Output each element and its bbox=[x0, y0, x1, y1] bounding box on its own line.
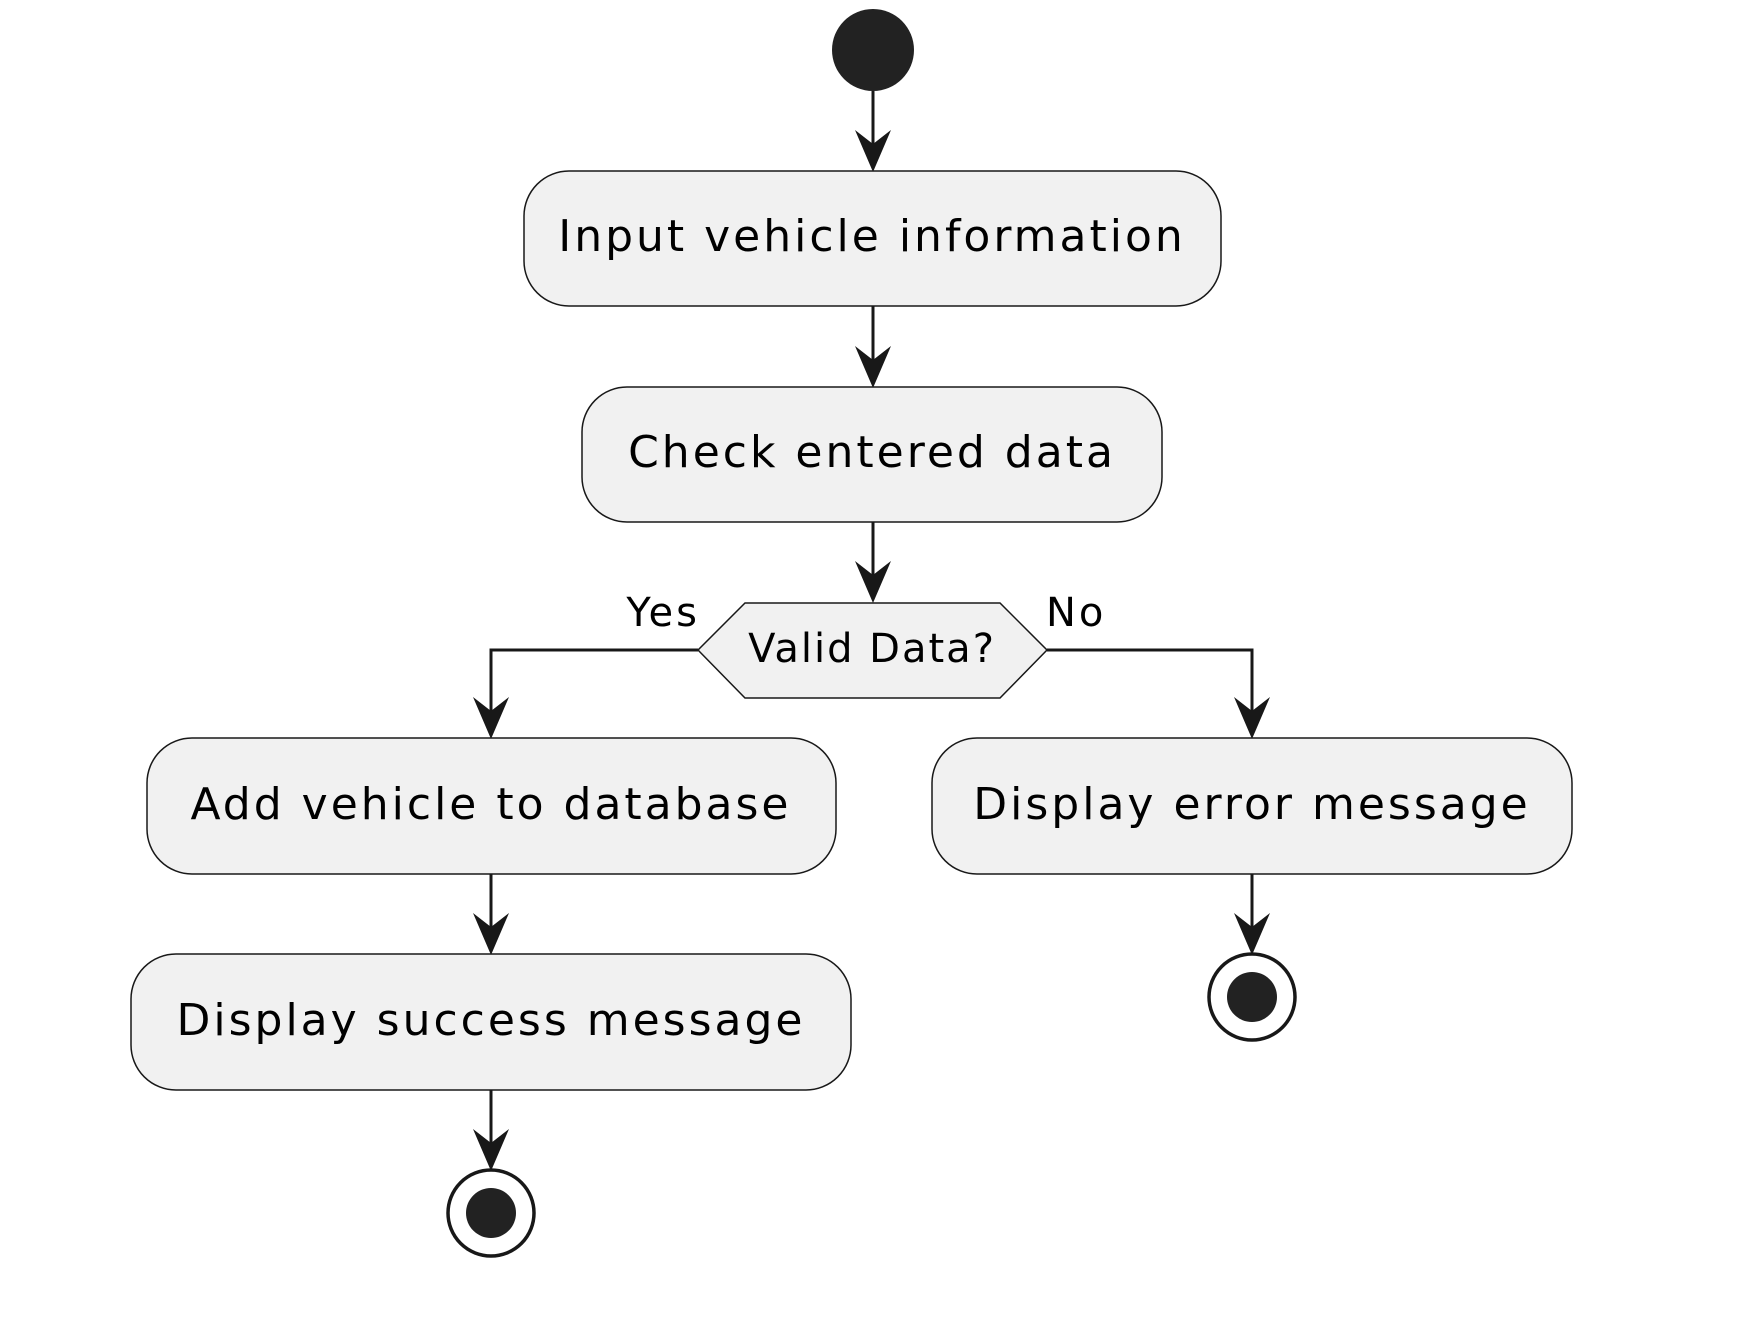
edge-success-to-end bbox=[473, 1090, 509, 1171]
start-node bbox=[832, 9, 914, 91]
action-display-success-message: Display success message bbox=[130, 953, 852, 1091]
edge-error-to-end bbox=[1234, 874, 1270, 955]
decision-valid-data: Valid Data? bbox=[696, 602, 1049, 699]
action-error-label: Display error message bbox=[973, 779, 1530, 830]
action-input-label: Input vehicle information bbox=[558, 211, 1186, 262]
branch-yes-label: Yes bbox=[625, 590, 700, 636]
end-node-error bbox=[1207, 952, 1297, 1042]
edge-input-to-check bbox=[855, 306, 891, 388]
edge-start-to-input bbox=[855, 91, 891, 172]
edge-decision-to-error bbox=[1047, 648, 1270, 739]
action-add-label: Add vehicle to database bbox=[190, 779, 791, 830]
edge-decision-to-add bbox=[473, 648, 698, 739]
decision-label: Valid Data? bbox=[748, 626, 996, 672]
edge-check-to-decision bbox=[855, 522, 891, 603]
action-check-label: Check entered data bbox=[628, 427, 1116, 478]
action-check-entered-data: Check entered data bbox=[581, 386, 1163, 523]
action-add-vehicle-to-database: Add vehicle to database bbox=[146, 737, 837, 875]
branch-no-label: No bbox=[1046, 590, 1106, 636]
action-input-vehicle-information: Input vehicle information bbox=[523, 170, 1222, 307]
end-node-success bbox=[446, 1168, 536, 1258]
action-display-error-message: Display error message bbox=[931, 737, 1573, 875]
edge-add-to-success bbox=[473, 874, 509, 955]
action-success-label: Display success message bbox=[176, 995, 805, 1046]
